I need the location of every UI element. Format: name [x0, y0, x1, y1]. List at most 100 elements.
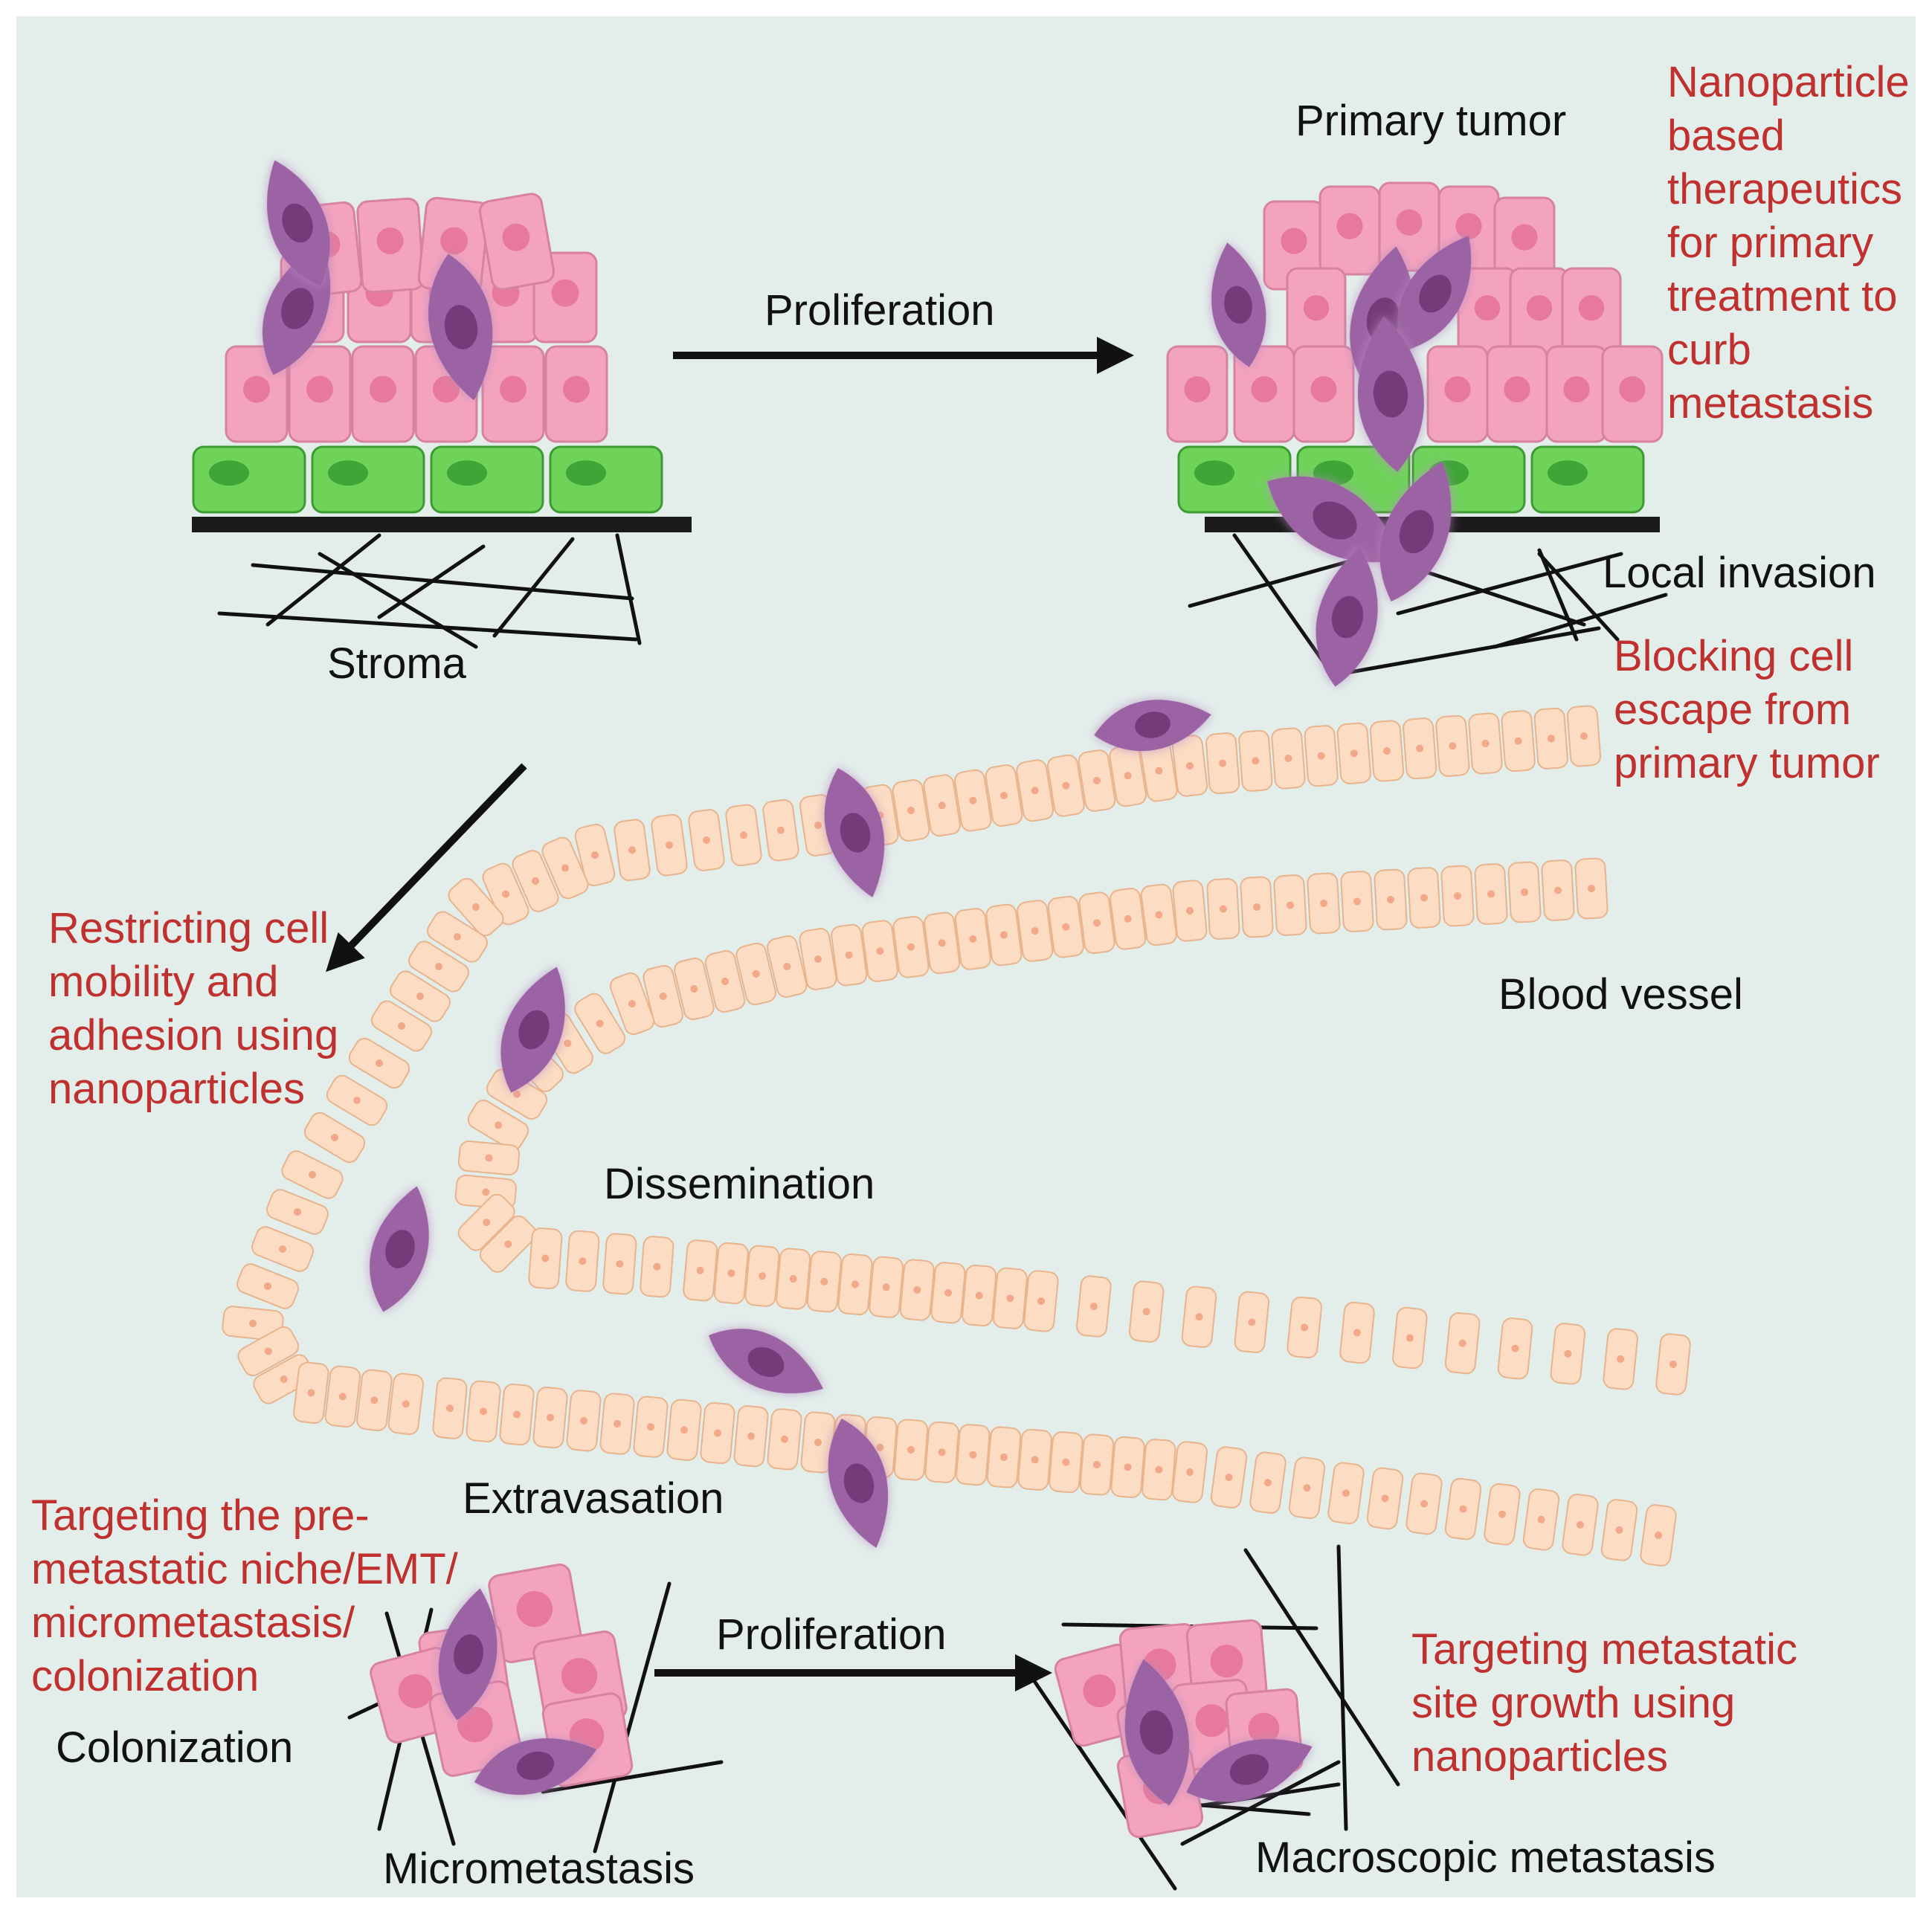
endothelial-cell-icon — [892, 915, 930, 978]
purple-spindle-cell-icon — [1267, 476, 1403, 563]
endothelial-cell-icon — [837, 1253, 873, 1316]
purple-spindle-cell-icon — [438, 1588, 498, 1720]
endothelial-cell-icon — [466, 1380, 501, 1442]
endothelial-cell-icon — [1497, 1317, 1533, 1380]
endothelial-cell-icon — [1366, 1467, 1404, 1530]
endothelial-cell-icon — [1238, 729, 1273, 792]
endothelial-cell-icon — [1205, 732, 1240, 795]
endothelial-cell-icon — [1522, 1488, 1560, 1551]
purple-spindle-cell-icon — [1316, 547, 1378, 687]
endothelial-cell-icon — [324, 1365, 361, 1428]
endothelial-cell-icon — [1273, 874, 1307, 936]
endothelial-cell-icon — [348, 1037, 410, 1089]
dissemination-arrow — [326, 763, 527, 972]
endothelial-cell-icon — [1304, 725, 1339, 787]
endothelial-cell-icon — [683, 1239, 718, 1302]
endothelial-cell-icon — [1128, 1280, 1165, 1343]
endothelial-cell-icon — [1407, 867, 1441, 929]
endothelial-cell-icon — [962, 1264, 997, 1327]
micrometastasis-label: Micrometastasis — [383, 1845, 695, 1893]
endothelial-cell-icon — [566, 1390, 602, 1452]
endothelial-cell-icon — [1501, 710, 1536, 772]
fiber-line — [265, 533, 381, 627]
endothelial-cell-icon — [599, 1393, 635, 1455]
endothelial-cell-icon — [1140, 883, 1177, 946]
endothelial-cell-icon — [512, 850, 559, 912]
endothelial-cell-icon — [892, 779, 930, 842]
endothelial-cell-icon — [541, 836, 589, 900]
endothelial-cell-icon — [370, 1000, 433, 1052]
pink-cell-icon — [356, 197, 425, 294]
purple-spindle-cell-icon — [1358, 316, 1424, 472]
pink-cell-icon — [1292, 345, 1355, 443]
endothelial-cell-icon — [1444, 1312, 1481, 1375]
endothelial-cell-icon — [1288, 1456, 1326, 1520]
endothelial-cell-icon — [725, 804, 762, 867]
nanoparticle-therapeutics-annotation-line-5: treatment to — [1667, 272, 1897, 320]
pink-cell-icon — [1545, 345, 1608, 443]
blocking-escape-annotation-line-3: primary tumor — [1614, 739, 1880, 787]
stroma-label: Stroma — [327, 639, 467, 688]
endothelial-cell-icon — [528, 1227, 563, 1290]
blood-vessel-group — [222, 705, 1691, 1567]
endothelial-cell-icon — [387, 1372, 425, 1436]
endothelial-cell-icon — [640, 1236, 674, 1298]
pink-cell-icon — [481, 345, 545, 443]
targeting-growth-annotation-line-3: nanoparticles — [1411, 1732, 1668, 1781]
endothelial-cell-icon — [688, 809, 725, 871]
targeting-niche-annotation-line-3: micrometastasis/ — [31, 1599, 355, 1647]
fiber-line — [1344, 626, 1601, 675]
endothelial-cell-icon — [1017, 900, 1054, 962]
endothelial-cell-icon — [1210, 1446, 1248, 1509]
endothelial-cell-icon — [954, 908, 991, 970]
endothelial-cell-icon — [1172, 880, 1208, 942]
restricting-mobility-annotation-line-4: nanoparticles — [48, 1065, 305, 1113]
fiber-line — [251, 563, 634, 601]
pink-cell-icon — [1601, 345, 1664, 443]
endothelial-cell-icon — [1171, 1441, 1208, 1503]
endothelial-cell-icon — [651, 813, 688, 877]
endothelial-cell-icon — [236, 1263, 299, 1309]
green-cell-icon — [549, 445, 663, 514]
green-cell-icon — [311, 445, 425, 514]
endothelial-cell-icon — [633, 1396, 669, 1458]
endothelial-cell-icon — [733, 1405, 769, 1468]
arrow-group — [326, 337, 1134, 1691]
fiber-line — [1493, 593, 1668, 649]
endothelial-cell-icon — [762, 799, 799, 862]
endothelial-cell-icon — [1369, 720, 1405, 782]
endothelial-cell-icon — [266, 1189, 329, 1235]
green-cell-icon — [1177, 445, 1292, 514]
endothelial-cell-icon — [1017, 1428, 1052, 1491]
endothelial-cell-icon — [704, 949, 746, 1013]
endothelial-cell-icon — [467, 1100, 529, 1151]
endothelial-cell-icon — [1340, 871, 1374, 932]
endothelial-cell-icon — [700, 1401, 735, 1465]
endothelial-cell-icon — [1484, 1483, 1521, 1546]
endothelial-cell-icon — [985, 764, 1023, 827]
endothelial-cell-icon — [1550, 1323, 1586, 1385]
outer-vessel — [222, 705, 1677, 1567]
endothelial-cell-icon — [1435, 714, 1470, 777]
endothelial-cell-icon — [674, 957, 715, 1021]
fiber-line — [217, 611, 638, 642]
endothelial-cell-icon — [1249, 1451, 1287, 1514]
pink-cell-icon — [1493, 196, 1556, 287]
endothelial-cell-icon — [602, 1233, 637, 1295]
endothelial-cell-icon — [1023, 1270, 1059, 1332]
endothelial-cell-icon — [1403, 717, 1437, 780]
nanoparticle-therapeutics-annotation-line-1: Nanoparticle — [1667, 58, 1910, 106]
pink-cell-icon — [478, 193, 556, 291]
endothelial-cell-icon — [1474, 863, 1508, 925]
pink-cell-icon — [417, 196, 490, 294]
fiber-line — [593, 1581, 672, 1854]
endothelial-cell-icon — [1240, 876, 1274, 938]
endothelial-cell-icon — [986, 1426, 1022, 1488]
endothelial-cell-icon — [1640, 1504, 1677, 1567]
fiber-line — [1396, 552, 1623, 616]
fiber-line — [1537, 548, 1579, 642]
pink-cell-icon — [1166, 345, 1229, 443]
endothelial-cell-icon — [1271, 727, 1306, 790]
